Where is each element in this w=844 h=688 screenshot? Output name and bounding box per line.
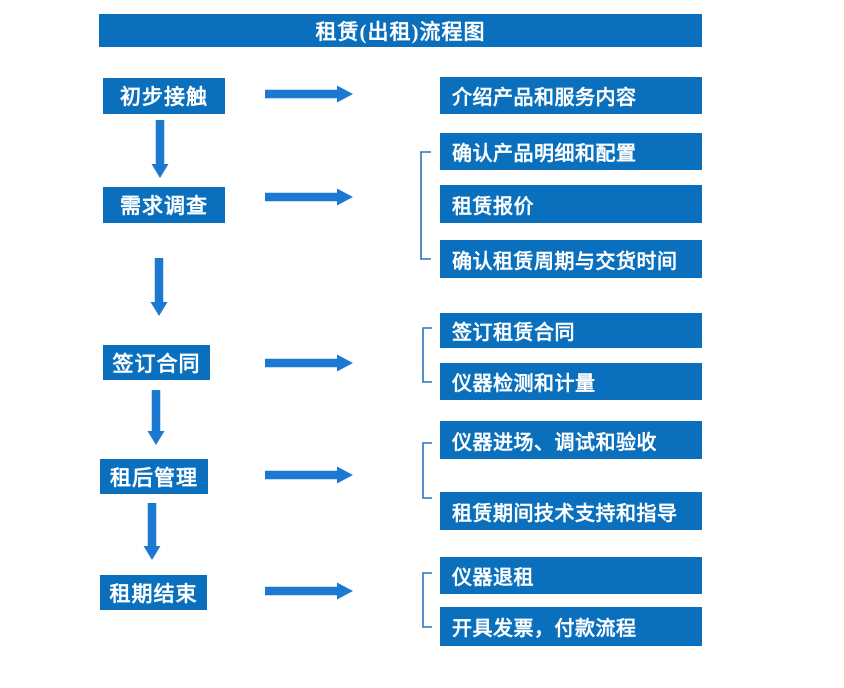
step-box-post-rental-management: 租后管理 <box>100 459 208 494</box>
step-box-initial-contact: 初步接触 <box>103 78 225 114</box>
detail-box-technical-support: 租赁期间技术支持和指导 <box>440 492 702 530</box>
arrow-down-1 <box>151 120 169 178</box>
detail-box-rental-quotation: 租赁报价 <box>440 185 702 223</box>
bracket-group-sign-contract <box>422 327 432 383</box>
detail-box-confirm-product-details: 确认产品明细和配置 <box>440 133 702 170</box>
detail-box-sign-rental-contract: 签订租赁合同 <box>440 313 702 348</box>
arrow-down-2 <box>150 258 168 316</box>
detail-box-instrument-setup: 仪器进场、调试和验收 <box>440 421 702 459</box>
bracket-group-post-rental <box>422 442 432 499</box>
detail-box-instrument-testing: 仪器检测和计量 <box>440 363 702 400</box>
step-box-rental-end: 租期结束 <box>100 575 207 610</box>
arrow-right-5 <box>265 582 353 600</box>
arrow-down-4 <box>143 503 161 560</box>
detail-box-confirm-rental-period: 确认租赁周期与交货时间 <box>440 240 702 278</box>
arrow-down-3 <box>147 390 165 445</box>
step-box-sign-contract: 签订合同 <box>103 345 210 380</box>
flowchart-title: 租赁(出租)流程图 <box>99 14 702 47</box>
arrow-right-3 <box>265 354 353 372</box>
arrow-right-2 <box>265 188 353 206</box>
detail-box-introduce-products: 介绍产品和服务内容 <box>440 77 702 114</box>
detail-box-instrument-return: 仪器退租 <box>440 557 702 594</box>
detail-box-invoice-payment: 开具发票，付款流程 <box>440 607 702 646</box>
arrow-right-4 <box>265 466 353 484</box>
step-box-demand-survey: 需求调查 <box>103 187 225 223</box>
bracket-group-demand-survey <box>420 151 431 260</box>
bracket-group-rental-end <box>422 572 432 628</box>
arrow-right-1 <box>265 85 353 103</box>
